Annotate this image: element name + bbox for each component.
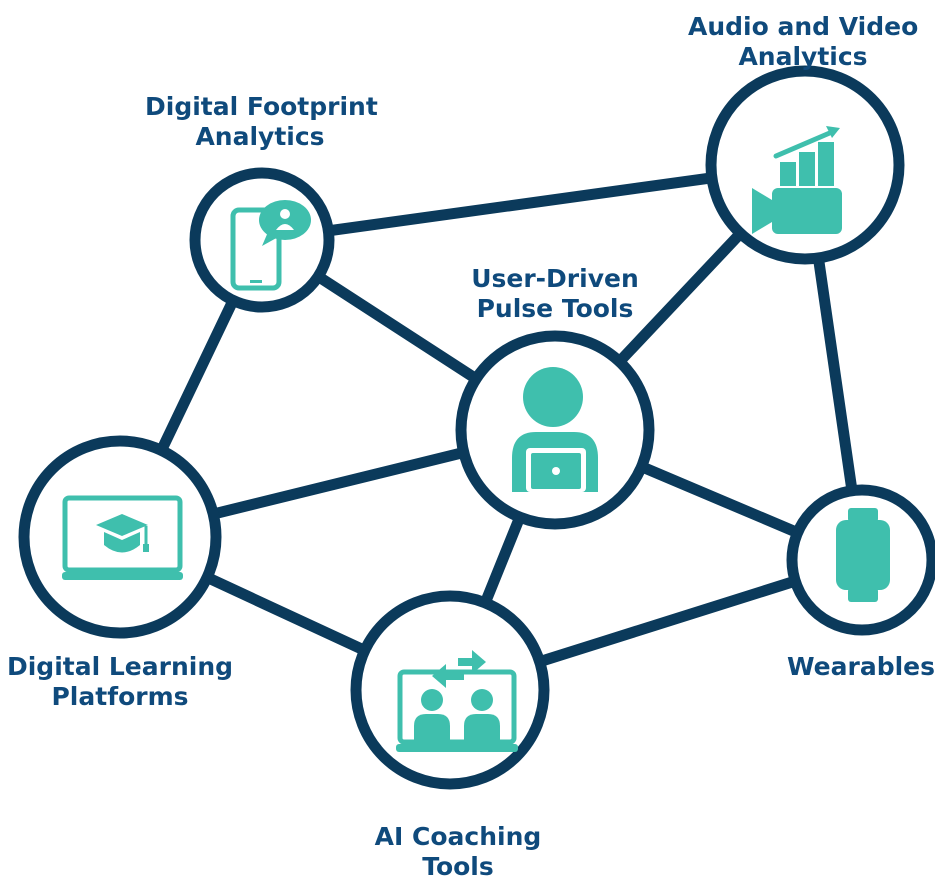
label-wearables: Wearables xyxy=(780,652,935,682)
label-digital-footprint-line2: Analytics xyxy=(195,122,325,151)
smartwatch-icon xyxy=(836,508,890,602)
label-wearables-line1: Wearables xyxy=(786,652,935,681)
label-digital-learning-line2: Platforms xyxy=(51,682,189,711)
video-camera-chart-icon xyxy=(752,126,842,234)
label-ai-coaching-line2: Tools xyxy=(422,852,494,881)
video-call-exchange-icon xyxy=(396,650,518,752)
label-audio-video-line2: Analytics xyxy=(738,42,868,71)
node-user-driven xyxy=(455,330,655,530)
nodes xyxy=(18,65,935,790)
laptop-graduation-cap-icon xyxy=(62,495,183,580)
phone-chat-icon xyxy=(230,200,311,291)
label-user-driven-line2: Pulse Tools xyxy=(476,294,634,323)
label-user-driven-line1: User-Driven xyxy=(471,264,639,293)
label-ai-coaching: AI Coaching Tools xyxy=(343,822,573,882)
label-ai-coaching-line1: AI Coaching xyxy=(374,822,542,851)
label-digital-footprint-line1: Digital Footprint xyxy=(145,92,378,121)
label-audio-video-line1: Audio and Video xyxy=(688,12,919,41)
label-digital-footprint: Digital Footprint Analytics xyxy=(145,92,378,152)
label-digital-learning: Digital Learning Platforms xyxy=(5,652,235,712)
person-laptop-icon xyxy=(512,367,598,492)
label-digital-learning-line1: Digital Learning xyxy=(6,652,234,681)
node-digital-learning xyxy=(18,435,222,639)
label-audio-video: Audio and Video Analytics xyxy=(688,12,918,72)
label-user-driven: User-Driven Pulse Tools xyxy=(440,264,670,324)
